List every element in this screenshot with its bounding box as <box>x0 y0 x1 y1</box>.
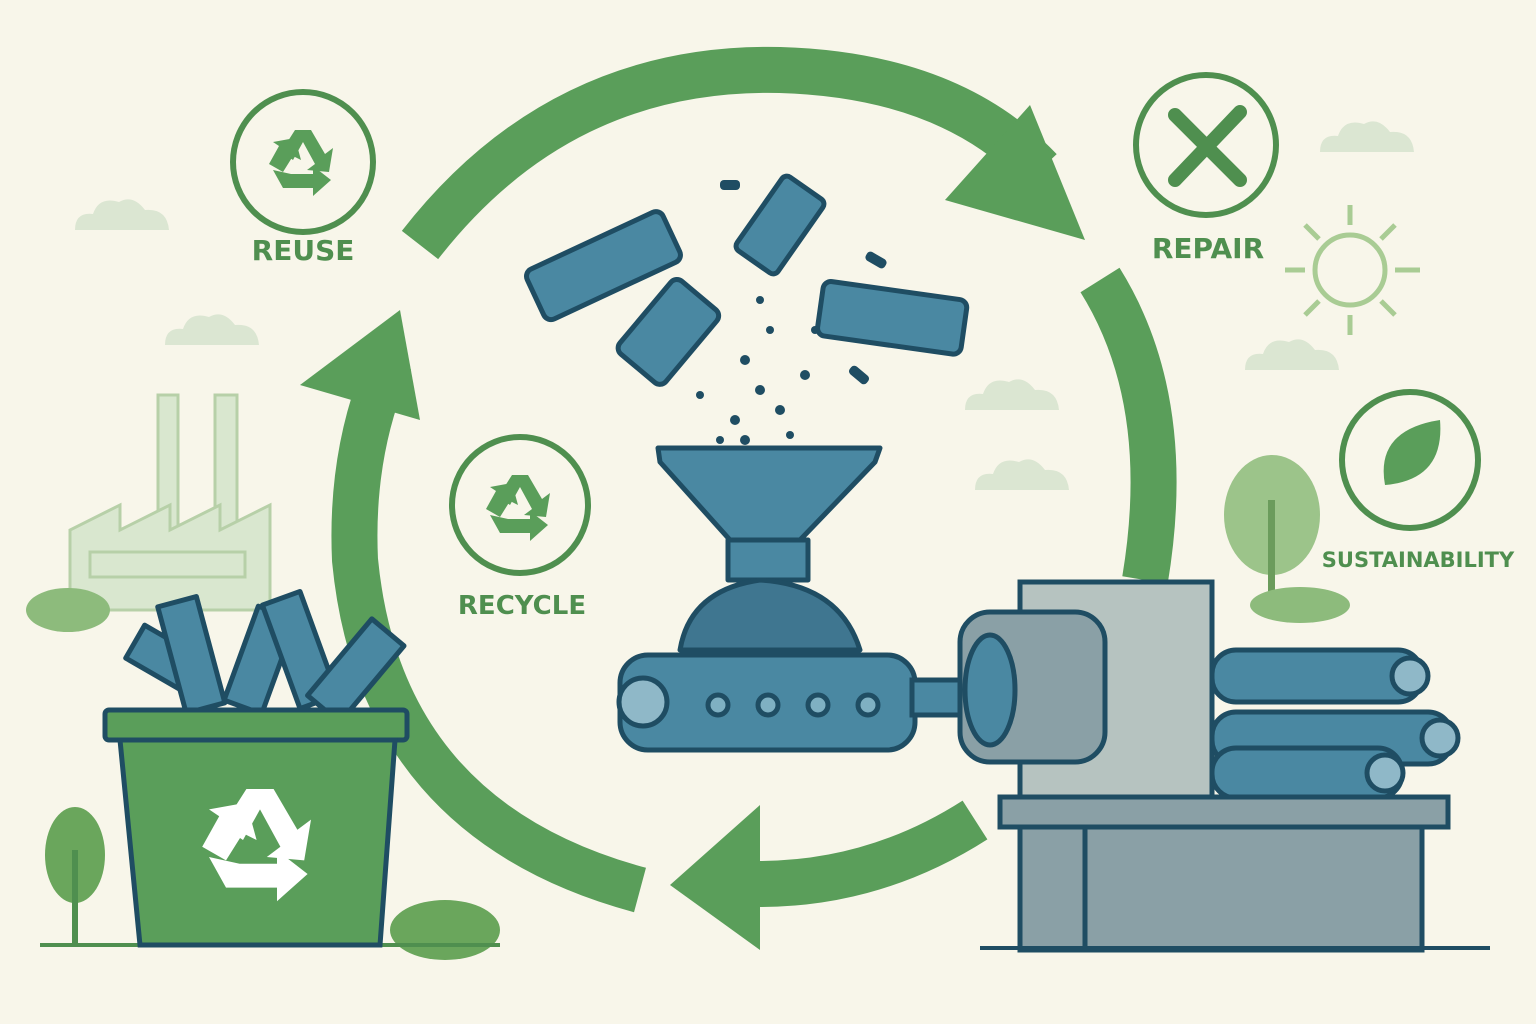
bush-icon <box>26 588 110 632</box>
arrow-heads <box>300 105 1085 950</box>
recycle-icon <box>202 789 311 902</box>
repair-badge: REPAIR <box>1133 72 1279 265</box>
cloud-icon <box>975 459 1069 490</box>
plastic-granules <box>696 180 887 445</box>
falling-pipes <box>524 173 970 387</box>
cloud-icon <box>1320 121 1414 152</box>
cloud-icon <box>165 314 259 345</box>
hopper <box>655 445 883 653</box>
repair-label: REPAIR <box>1152 232 1264 265</box>
wrench-screwdriver-icon <box>1168 105 1247 187</box>
bush-icon <box>390 900 500 960</box>
cloud-icon <box>1245 339 1339 370</box>
leaf-icon <box>1383 420 1441 485</box>
sun-icon <box>1285 205 1420 335</box>
recycling-bin <box>102 588 410 948</box>
sustainability-label: SUSTAINABILITY <box>1322 548 1515 572</box>
bush-icon <box>1250 587 1350 623</box>
reuse-label: REUSE <box>252 234 355 267</box>
cloud-icon <box>965 379 1059 410</box>
tree-icon <box>1224 455 1320 600</box>
cloud-icon <box>75 199 169 230</box>
recycle-badge: RECYCLE <box>449 434 591 621</box>
sustainability-badge: SUSTAINABILITY <box>1322 389 1515 572</box>
extruder <box>616 579 1461 953</box>
factory-icon <box>68 393 272 612</box>
tree-icon <box>45 807 105 945</box>
reuse-badge: REUSE <box>230 89 376 267</box>
recycle-label: RECYCLE <box>458 591 586 621</box>
